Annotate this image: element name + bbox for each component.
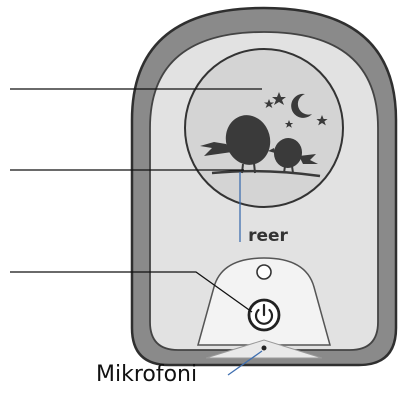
led-indicator (257, 265, 271, 279)
microphone-hole (262, 346, 267, 351)
brand-logo: reer (248, 226, 288, 246)
microphone-label: Mikrofoni (96, 362, 197, 387)
power-button[interactable] (249, 300, 279, 330)
